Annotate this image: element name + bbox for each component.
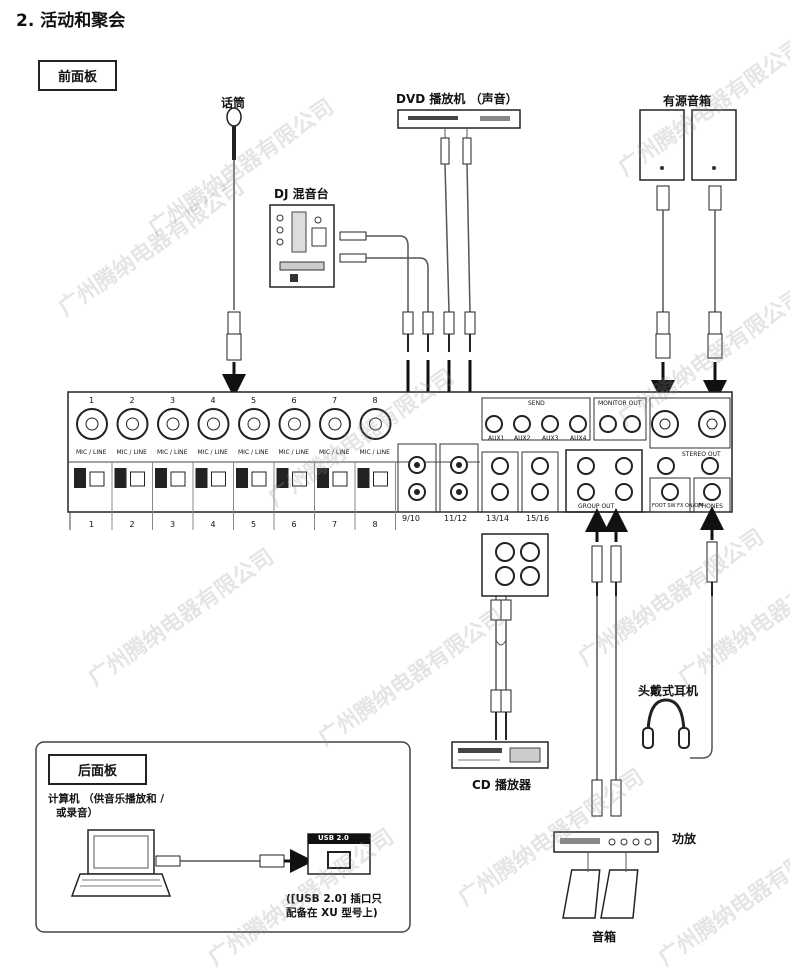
computer-label-line1: 计算机 （供音乐播放和 / bbox=[48, 793, 165, 805]
hpf-switch-4 bbox=[211, 471, 226, 487]
usb-port-icon bbox=[307, 833, 371, 875]
usb-note-line2: 配备在 XU 型号上) bbox=[286, 907, 378, 919]
phones-cable bbox=[690, 506, 724, 759]
foot-sw-label: FOOT SW FX ON/OFF bbox=[652, 503, 705, 509]
channel-number-top-8: 8 bbox=[372, 396, 378, 405]
computer-label-line2: 或录音） bbox=[56, 807, 98, 819]
active-speakers-icon bbox=[639, 109, 737, 404]
laptop-icon bbox=[70, 829, 172, 897]
front-panel-label: 前面板 bbox=[38, 60, 118, 91]
combo-jack-inner-4 bbox=[207, 417, 220, 431]
pad-switch-4 bbox=[195, 468, 208, 488]
channel-mic-line-label-8: MIC / LINE bbox=[359, 449, 390, 456]
pad-switch-1 bbox=[74, 468, 86, 488]
combo-jack-inner-5 bbox=[247, 417, 261, 431]
aux3-label: AUX3 bbox=[542, 435, 559, 442]
dj-mixer-icon bbox=[269, 204, 440, 432]
rca-input-panel bbox=[481, 533, 549, 740]
channel-number-bottom-1: 1 bbox=[89, 520, 95, 529]
channel-mic-line-label-2: MIC / LINE bbox=[116, 449, 147, 456]
hpf-switch-7 bbox=[332, 471, 348, 487]
active-speakers-label: 有源音箱 bbox=[663, 94, 712, 108]
channel-mic-line-label-4: MIC / LINE bbox=[197, 449, 228, 456]
speakers-label: 音箱 bbox=[592, 930, 617, 944]
pad-switch-6 bbox=[276, 468, 289, 488]
channel-mic-line-label-6: MIC / LINE bbox=[278, 449, 309, 456]
group-out-section bbox=[565, 449, 643, 513]
stereo-out-section bbox=[649, 397, 731, 513]
pad-switch-2 bbox=[114, 468, 127, 488]
channel-number-top-4: 4 bbox=[210, 396, 216, 405]
hpf-switch-8 bbox=[373, 471, 388, 487]
hpf-switch-1 bbox=[89, 471, 105, 487]
channel-number-top-3: 3 bbox=[170, 396, 176, 405]
dvd-label: DVD 播放机 （声音） bbox=[396, 92, 518, 106]
aux-send-section bbox=[481, 397, 647, 441]
stereo-ch-label-2: 11/12 bbox=[444, 514, 468, 523]
aux2-label: AUX2 bbox=[514, 435, 531, 442]
channel-number-top-7: 7 bbox=[332, 396, 338, 405]
hpf-switch-6 bbox=[292, 471, 307, 487]
stereo-ch-label-3: 13/14 bbox=[486, 514, 510, 523]
channel-number-top-1: 1 bbox=[89, 396, 95, 405]
combo-jack-inner-6 bbox=[288, 417, 301, 431]
headphones-icon bbox=[642, 698, 690, 749]
stereo-ch-label-4: 15/16 bbox=[526, 514, 550, 523]
phones-port-label: PHONES bbox=[698, 503, 723, 510]
channel-number-bottom-3: 3 bbox=[170, 520, 176, 529]
pad-switch-7 bbox=[317, 468, 329, 488]
combo-jack-inner-7 bbox=[328, 417, 342, 431]
hpf-switch-2 bbox=[130, 471, 145, 487]
combo-jack-inner-3 bbox=[166, 417, 180, 431]
hpf-switch-5 bbox=[251, 471, 267, 487]
dvd-player-icon bbox=[397, 109, 521, 432]
cd-player-icon bbox=[451, 741, 549, 769]
stereo-channels bbox=[397, 443, 559, 513]
combo-jack-inner-1 bbox=[85, 417, 99, 431]
hpf-switch-3 bbox=[170, 471, 186, 487]
pad-switch-5 bbox=[236, 468, 248, 488]
channel-number-top-2: 2 bbox=[129, 396, 135, 405]
channel-number-bottom-2: 2 bbox=[129, 520, 135, 529]
connection-diagram bbox=[35, 107, 737, 933]
pad-switch-8 bbox=[357, 468, 370, 488]
microphone-label: 话筒 bbox=[221, 96, 246, 110]
headphones-label: 头戴式耳机 bbox=[638, 684, 699, 698]
amplifier-label: 功放 bbox=[672, 832, 697, 846]
back-panel-label: 后面板 bbox=[48, 754, 148, 785]
usb-cable bbox=[155, 849, 314, 873]
mono-channels bbox=[74, 408, 396, 530]
monitor-out-label: MONITOR OUT bbox=[598, 400, 642, 407]
group-out-cables bbox=[585, 508, 628, 817]
amplifier-icon bbox=[553, 831, 659, 853]
usb-port-label: USB 2.0 bbox=[318, 834, 349, 842]
cd-player-label: CD 播放器 bbox=[472, 778, 531, 792]
speakers-icon bbox=[562, 852, 639, 919]
channel-mic-line-label-1: MIC / LINE bbox=[76, 449, 107, 456]
channel-number-bottom-4: 4 bbox=[210, 520, 216, 529]
channel-mic-line-label-7: MIC / LINE bbox=[319, 449, 350, 456]
channel-number-top-6: 6 bbox=[291, 396, 297, 405]
group-out-label: GROUP OUT bbox=[578, 503, 615, 510]
page-title: 2. 活动和聚会 bbox=[16, 11, 126, 31]
stereo-ch-label-1: 9/10 bbox=[402, 514, 420, 523]
channel-number-bottom-7: 7 bbox=[332, 520, 338, 529]
channel-mic-line-label-5: MIC / LINE bbox=[238, 449, 269, 456]
send-label: SEND bbox=[528, 400, 545, 407]
aux4-label: AUX4 bbox=[570, 435, 587, 442]
usb-note-line1: ([USB 2.0] 插口只 bbox=[286, 893, 382, 905]
dj-mixer-label: DJ 混音台 bbox=[274, 187, 329, 201]
combo-jack-inner-8 bbox=[369, 417, 382, 431]
stereo-out-label: STEREO OUT bbox=[682, 451, 721, 458]
microphone-icon bbox=[222, 107, 246, 398]
pad-switch-3 bbox=[155, 468, 167, 488]
channel-mic-line-label-3: MIC / LINE bbox=[157, 449, 188, 456]
channel-number-top-5: 5 bbox=[251, 396, 257, 405]
channel-number-bottom-8: 8 bbox=[372, 520, 378, 529]
combo-jack-inner-2 bbox=[126, 417, 139, 431]
aux1-label: AUX1 bbox=[488, 435, 505, 442]
channel-number-bottom-5: 5 bbox=[251, 520, 257, 529]
channel-number-bottom-6: 6 bbox=[291, 520, 297, 529]
